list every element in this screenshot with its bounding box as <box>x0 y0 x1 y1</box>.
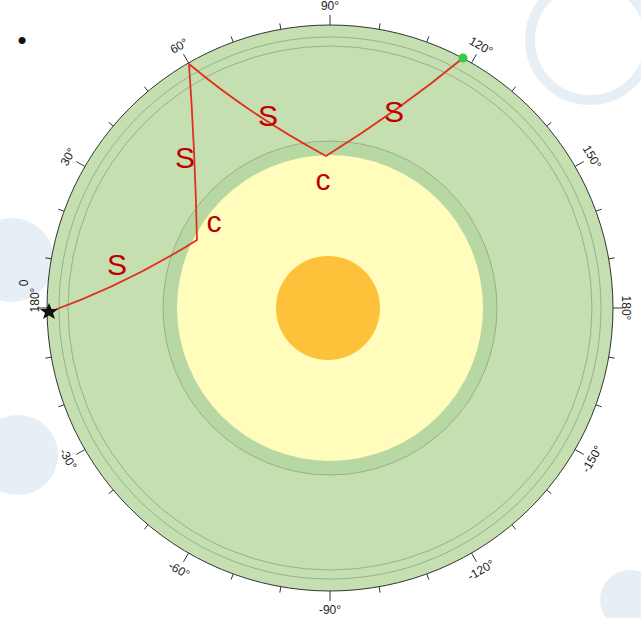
ray-path <box>49 58 463 312</box>
tick-mark <box>109 122 114 126</box>
degree-label: 150° <box>580 143 603 171</box>
tick-mark <box>472 553 477 562</box>
tick-mark <box>512 87 516 92</box>
tick-mark <box>609 258 615 259</box>
source-star <box>40 303 58 319</box>
tick-mark <box>575 450 584 455</box>
inner-core <box>276 256 380 360</box>
bullet: • <box>17 27 26 53</box>
degree-label: 90° <box>321 0 339 12</box>
tick-mark <box>547 122 552 126</box>
tick-mark <box>330 591 331 601</box>
phase-label: S <box>384 97 404 127</box>
tick-mark <box>45 357 51 358</box>
core-reflection-label: c <box>207 207 222 237</box>
degree-label: -60° <box>166 559 191 580</box>
tick-mark <box>76 162 85 167</box>
tick-mark <box>144 87 148 92</box>
tick-mark <box>76 450 85 455</box>
tick-mark <box>109 490 114 494</box>
mantle <box>47 25 613 591</box>
degree-label: 0 <box>18 280 30 287</box>
degree-label: 120° <box>467 35 495 58</box>
tick-mark <box>512 525 516 530</box>
tick-mark <box>379 587 380 593</box>
outer-core <box>177 155 483 461</box>
tick-mark <box>58 209 64 211</box>
degree-label: -120° <box>466 557 497 582</box>
tick-mark <box>472 54 477 63</box>
tick-mark <box>231 574 233 580</box>
degree-label: -90° <box>319 604 341 616</box>
tick-mark <box>280 23 281 29</box>
tick-mark <box>609 357 615 358</box>
tick-mark <box>330 15 331 25</box>
tick-mark <box>184 553 189 562</box>
tick-mark <box>427 574 429 580</box>
d-layer <box>163 141 497 475</box>
tick-mark <box>596 405 602 407</box>
tick-mark <box>280 587 281 593</box>
tick-mark <box>575 162 584 167</box>
degree-label: 60° <box>168 37 190 56</box>
tick-mark <box>547 490 552 494</box>
receiver-dot <box>459 54 468 63</box>
phase-label: S <box>175 143 195 173</box>
crust-line <box>59 37 601 579</box>
phase-label: S <box>258 101 278 131</box>
tick-mark <box>144 525 148 530</box>
tick-mark <box>427 36 429 42</box>
tick-mark <box>596 209 602 211</box>
degree-label: 180° <box>29 288 41 313</box>
degree-label: -30° <box>58 446 79 471</box>
phase-label: S <box>107 250 127 280</box>
tick-marks <box>37 15 623 601</box>
tick-mark <box>45 258 51 259</box>
tick-mark <box>184 54 189 63</box>
tick-mark <box>58 405 64 407</box>
upper-mantle-line <box>68 46 592 570</box>
degree-label: -150° <box>579 444 604 475</box>
tick-mark <box>231 36 233 42</box>
tick-mark <box>379 23 380 29</box>
degree-label: 30° <box>59 146 78 168</box>
degree-label: 180° <box>620 296 632 321</box>
core-reflection-label: c <box>316 165 331 195</box>
